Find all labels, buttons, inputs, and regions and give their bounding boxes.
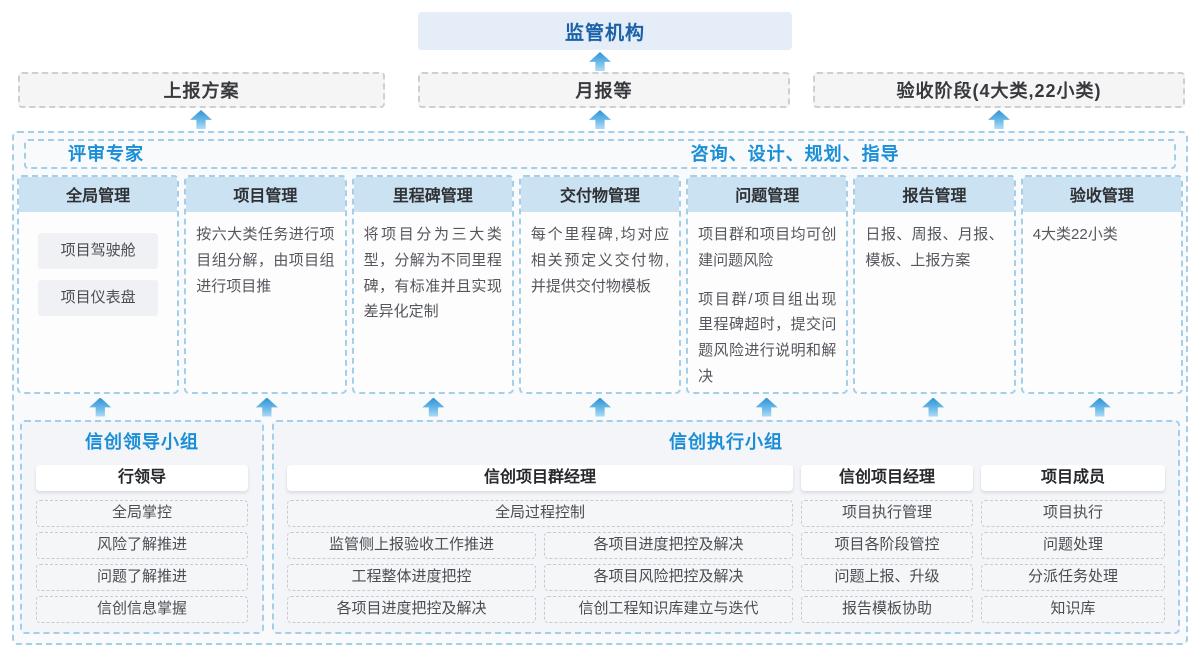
column-issue-management: 问题管理 项目群和项目均可创建问题风险 项目群/项目组出现里程碑超时，提交问题风… [686, 175, 849, 394]
column-body: 项目群和项目均可创建问题风险 项目群/项目组出现里程碑超时，提交问题风险进行说明… [688, 212, 846, 392]
member-item: 知识库 [981, 596, 1165, 623]
pm-item: 项目执行管理 [801, 500, 973, 527]
mini-box: 项目仪表盘 [38, 279, 159, 316]
pg-item: 信创工程知识库建立与迭代 [544, 596, 793, 623]
column-body: 日报、周报、月报、模板、上报方案 [855, 212, 1013, 287]
up-arrow-icon [1088, 397, 1111, 417]
pm-item: 报告模板协助 [801, 596, 973, 623]
pm-item: 问题上报、升级 [801, 564, 973, 591]
column-report-management: 报告管理 日报、周报、月报、模板、上报方案 [853, 175, 1016, 394]
up-arrow-icon [422, 397, 445, 417]
leadership-title: 信创领导小组 [85, 432, 199, 452]
leadership-item: 风险了解推进 [36, 532, 248, 559]
report-box-monthly: 月报等 [418, 72, 790, 108]
arrow-cell [350, 397, 517, 417]
program-manager-items: 全局过程控制 监管侧上报验收工作推进 各项目进度把控及解决 工程整体进度把控 各… [287, 500, 793, 628]
arrow-cell [17, 397, 184, 417]
member-item: 项目执行 [981, 500, 1165, 527]
column-text: 4大类22小类 [1032, 226, 1118, 243]
role-project-member: 项目成员 [981, 465, 1165, 491]
column-text: 日报、周报、月报、模板、上报方案 [865, 226, 1004, 269]
platform-container: 评审专家 咨询、设计、规划、指导 全局管理 项目驾驶舱 项目仪表盘 项目管理 按… [12, 131, 1188, 645]
up-arrow-icon [755, 397, 778, 417]
column-body: 每个里程碑,均对应相关预定义交付物,并提供交付物模板 [521, 212, 679, 312]
member-item: 分派任务处理 [981, 564, 1165, 591]
column-arrows [17, 394, 1183, 420]
column-title: 里程碑管理 [353, 177, 512, 212]
up-arrow-icon [922, 397, 945, 417]
pg-item: 各项目进度把控及解决 [287, 596, 536, 623]
column-text: 按六大类任务进行项目组分解，由项目组进行项目推 [196, 226, 335, 295]
column-project-management: 项目管理 按六大类任务进行项目组分解，由项目组进行项目推 [184, 175, 347, 394]
up-arrow-icon [89, 397, 112, 417]
column-deliverable-management: 交付物管理 每个里程碑,均对应相关预定义交付物,并提供交付物模板 [518, 175, 682, 394]
column-text: 项目群和项目均可创建问题风险 [698, 226, 837, 269]
leadership-group: 信创领导小组 行领导 全局掌控 风险了解推进 问题了解推进 信创信息掌握 [20, 420, 264, 634]
column-body: 项目驾驶舱 项目仪表盘 [19, 212, 177, 316]
column-global-management: 全局管理 项目驾驶舱 项目仪表盘 [17, 175, 180, 394]
column-text: 每个里程碑,均对应相关预定义交付物,并提供交付物模板 [530, 226, 670, 295]
pg-item: 全局过程控制 [287, 500, 793, 527]
execution-columns: 信创项目群经理 全局过程控制 监管侧上报验收工作推进 各项目进度把控及解决 工程… [287, 465, 1165, 628]
platform-header: 评审专家 咨询、设计、规划、指导 [24, 139, 1176, 169]
up-arrow-icon [589, 397, 612, 417]
column-title: 报告管理 [855, 177, 1014, 212]
pm-item: 项目各阶段管控 [801, 532, 973, 559]
column-title: 全局管理 [19, 177, 178, 212]
role-program-manager: 信创项目群经理 [287, 465, 793, 491]
arrow-cell [1016, 397, 1183, 417]
project-member-column: 项目成员 项目执行 问题处理 分派任务处理 知识库 [981, 465, 1165, 628]
up-arrow-icon [988, 110, 1010, 129]
member-item: 问题处理 [981, 532, 1165, 559]
arrow-cell [517, 397, 684, 417]
column-body: 将项目分为三大类型，分解为不同里程碑，有标准并且实现差异化定制 [354, 212, 512, 338]
program-manager-column: 信创项目群经理 全局过程控制 监管侧上报验收工作推进 各项目进度把控及解决 工程… [287, 465, 793, 628]
pg-item: 工程整体进度把控 [287, 564, 536, 591]
execution-title: 信创执行小组 [669, 432, 783, 452]
column-title: 交付物管理 [520, 177, 680, 212]
arrow-cell [683, 397, 850, 417]
column-title: 项目管理 [186, 177, 345, 212]
up-arrow-icon [589, 110, 611, 129]
column-milestone-management: 里程碑管理 将项目分为三大类型，分解为不同里程碑，有标准并且实现差异化定制 [351, 175, 514, 394]
leadership-item: 问题了解推进 [36, 564, 248, 591]
column-title: 问题管理 [688, 177, 847, 212]
leadership-item: 全局掌控 [36, 500, 248, 527]
up-arrow-icon [190, 110, 212, 129]
project-manager-column: 信创项目经理 项目执行管理 项目各阶段管控 问题上报、升级 报告模板协助 [801, 465, 973, 628]
report-box-acceptance: 验收阶段(4大类,22小类) [813, 72, 1185, 108]
execution-group: 信创执行小组 信创项目群经理 全局过程控制 监管侧上报验收工作推进 各项目进度把… [272, 420, 1180, 634]
leadership-item: 信创信息掌握 [36, 596, 248, 623]
column-title: 验收管理 [1022, 177, 1181, 212]
up-arrow-icon [255, 397, 278, 417]
regulator-box: 监管机构 [418, 12, 792, 50]
advisory-label: 咨询、设计、规划、指导 [690, 144, 900, 164]
role-bank-leader: 行领导 [36, 465, 248, 491]
column-acceptance-management: 验收管理 4大类22小类 [1020, 175, 1183, 394]
pg-item: 各项目风险把控及解决 [544, 564, 793, 591]
report-box-plan: 上报方案 [18, 72, 385, 108]
pg-item: 各项目进度把控及解决 [544, 532, 793, 559]
expert-label: 评审专家 [68, 144, 144, 164]
arrow-cell [850, 397, 1017, 417]
pg-item: 监管侧上报验收工作推进 [287, 532, 536, 559]
column-body: 4大类22小类 [1023, 212, 1181, 261]
column-body: 按六大类任务进行项目组分解，由项目组进行项目推 [186, 212, 344, 312]
module-columns: 全局管理 项目驾驶舱 项目仪表盘 项目管理 按六大类任务进行项目组分解，由项目组… [17, 175, 1183, 394]
up-arrow-icon [589, 52, 611, 71]
mini-box: 项目驾驶舱 [38, 233, 159, 269]
teams-row: 信创领导小组 行领导 全局掌控 风险了解推进 问题了解推进 信创信息掌握 信创执… [14, 420, 1186, 634]
role-project-manager: 信创项目经理 [801, 465, 973, 491]
column-text: 项目群/项目组出现里程碑超时，提交问题风险进行说明和解决 [698, 290, 837, 385]
column-text: 将项目分为三大类型，分解为不同里程碑，有标准并且实现差异化定制 [363, 226, 502, 321]
arrow-cell [184, 397, 351, 417]
